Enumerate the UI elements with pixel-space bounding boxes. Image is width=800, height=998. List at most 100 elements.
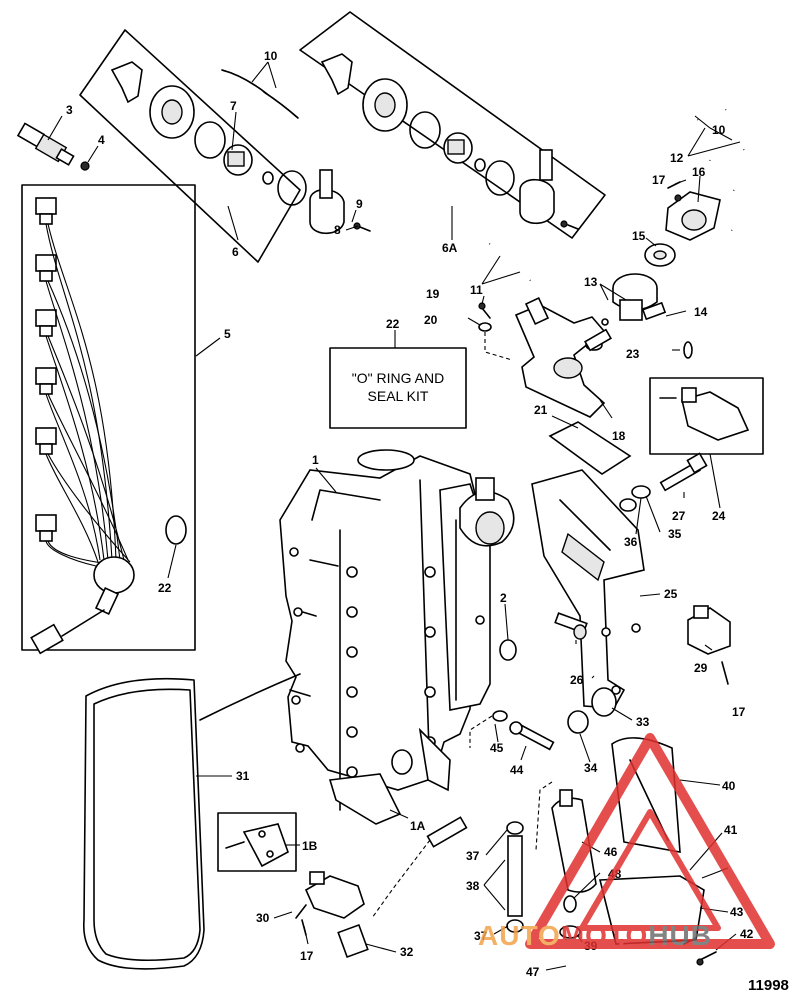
callout-44: 44: [510, 763, 524, 777]
callout-20: 20: [424, 313, 438, 327]
callout-27: 27: [672, 509, 686, 523]
cover-plate-1b: [217, 812, 297, 872]
washer-45: [492, 710, 508, 722]
callout-40: 40: [722, 779, 736, 793]
fuel-vapor-separator-block-1: [279, 449, 515, 825]
watermark-logo: AUTOMOTOHUB: [478, 733, 775, 951]
callout-19: 19: [426, 287, 440, 301]
callout-45: 45: [490, 741, 504, 755]
callout-37-bottom: 37: [474, 929, 488, 943]
callout-17-top: 17: [652, 173, 666, 187]
callout-24: 24: [712, 509, 726, 523]
kit-label-line2: SEAL KIT: [368, 388, 429, 404]
callout-26: 26: [570, 673, 584, 687]
watermark-text-part3: HUB: [648, 920, 712, 951]
callout-36: 36: [624, 535, 638, 549]
callout-8: 8: [334, 223, 341, 237]
callout-1: 1: [312, 453, 319, 467]
screw-17c: [721, 661, 729, 685]
callout-18: 18: [612, 429, 626, 443]
callout-13: 13: [584, 275, 598, 289]
callout-12: 12: [670, 151, 684, 165]
callout-30: 30: [256, 911, 270, 925]
filter-block-18: [514, 297, 612, 418]
callout-16: 16: [692, 165, 706, 179]
callout-34: 34: [584, 761, 598, 775]
callout-numbers: 1 1A 1B 2 3 4 5 6 6A 7 8 9 10 10 11 12 1…: [66, 49, 789, 994]
callout-33: 33: [636, 715, 650, 729]
bolt-27: [659, 452, 708, 492]
callout-7: 7: [230, 99, 237, 113]
hoses-11-and-12: [489, 108, 755, 282]
fitting-and-line: [371, 816, 468, 919]
tube-38: [506, 821, 524, 933]
callout-15: 15: [632, 229, 646, 243]
callout-6: 6: [232, 245, 239, 259]
callout-31: 31: [236, 769, 250, 783]
callout-47: 47: [526, 965, 540, 979]
callout-4: 4: [98, 133, 105, 147]
callout-6a: 6A: [442, 241, 458, 255]
watermark-triangle-icon: [525, 733, 775, 949]
sleeve-32: [337, 923, 369, 959]
callout-38: 38: [466, 879, 480, 893]
callout-35: 35: [668, 527, 682, 541]
sleeve-2: [499, 639, 517, 661]
callout-41: 41: [724, 823, 738, 837]
pressure-regulator-13: [601, 273, 667, 326]
callout-9: 9: [356, 197, 363, 211]
kit-label-line1: "O" RING AND: [352, 370, 444, 386]
callout-23: 23: [626, 347, 640, 361]
fuel-pump-46: [535, 781, 597, 893]
callout-32: 32: [400, 945, 414, 959]
callout-29: 29: [694, 661, 708, 675]
watermark-text-part1: AUTO: [478, 920, 561, 951]
callout-21: 21: [534, 403, 548, 417]
o-ring-seal-kit-label: "O" RING AND SEAL KIT: [329, 347, 467, 429]
wiring-harness-5: [21, 184, 196, 655]
vent-hoses-10: [221, 69, 299, 119]
callout-1a: 1A: [410, 819, 426, 833]
gasket-21: [548, 421, 632, 475]
callout-46: 46: [604, 845, 618, 859]
watermark-text-part2: MOTO: [561, 920, 648, 951]
callout-11: 11: [470, 283, 483, 297]
filter-48: [563, 895, 577, 913]
sensor-29: [687, 605, 731, 655]
bracket-25: [531, 469, 645, 709]
fuel-rail-assembly-6: [79, 29, 371, 263]
callout-17-bottom: 17: [300, 949, 314, 963]
washers-35-36: [619, 485, 651, 512]
bolt-44: [509, 721, 555, 751]
callout-25: 25: [664, 587, 678, 601]
o-ring-23: [683, 341, 693, 359]
regulator-cover-16: [665, 191, 721, 241]
callout-2: 2: [500, 591, 507, 605]
callout-10-right: 10: [712, 123, 726, 137]
detail-box-24: [649, 377, 764, 455]
callout-22-harness: 22: [158, 581, 172, 595]
washer-4: [80, 161, 90, 171]
callout-17-right: 17: [732, 705, 746, 719]
watermark-inner-triangle-icon: [579, 809, 721, 931]
fitting-26: [554, 612, 588, 640]
callout-42: 42: [740, 927, 754, 941]
screw-19-washer-20: [478, 302, 513, 361]
fuel-rail-assembly-6a: [299, 11, 606, 239]
svg-text:AUTOMOTOHUB: AUTOMOTOHUB: [478, 920, 712, 951]
sensor-30: [295, 871, 365, 919]
clamp-39: [559, 925, 581, 939]
callout-3: 3: [66, 103, 73, 117]
figure-number: 11998: [748, 977, 789, 994]
callout-14: 14: [694, 305, 708, 319]
grommet-33-34: [567, 687, 617, 734]
callout-22-kit: 22: [386, 317, 400, 331]
callout-10-top: 10: [264, 49, 278, 63]
callout-5: 5: [224, 327, 231, 341]
fuel-injector-3: [16, 122, 75, 166]
gasket-31: [82, 677, 205, 970]
callout-43: 43: [730, 905, 744, 919]
callout-1b: 1B: [302, 839, 318, 853]
callout-37-top: 37: [466, 849, 480, 863]
